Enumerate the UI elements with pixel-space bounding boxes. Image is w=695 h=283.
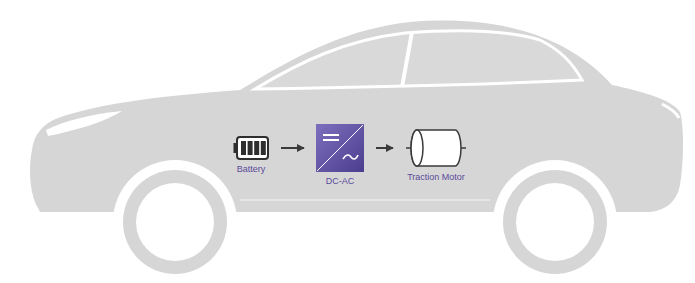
rim [516,183,594,261]
flow-arrow [376,147,393,149]
flow-arrow [281,147,304,149]
motor-end [411,130,423,166]
car-taillight [662,104,679,118]
motor-node: Traction Motor [403,128,469,183]
node-label: Traction Motor [407,172,465,183]
inverter-diagonal [317,125,363,171]
node-label: DC-AC [326,176,355,187]
wheel-arch [113,160,237,283]
battery-cell [248,141,253,155]
car-headlight [46,111,122,136]
rim [136,183,214,261]
car-pillar [402,32,412,87]
ac-symbol [343,155,358,159]
battery-case [237,137,268,159]
motor-icon [405,128,467,168]
inverter-icon [316,124,364,172]
battery-cell [241,141,246,155]
battery-icon [233,136,269,160]
inverter-box [316,124,364,172]
tire [503,170,607,274]
battery-node: Battery [231,136,271,175]
wheel-arch [493,160,617,283]
car-window [255,31,582,89]
car-sill [240,199,490,201]
battery-cell [261,141,266,155]
dc-symbol [323,135,339,140]
tire [123,170,227,274]
battery-cell [254,141,259,155]
motor-body [411,130,461,166]
inverter-node: DC-AC [314,124,366,187]
node-label: Battery [237,164,266,175]
